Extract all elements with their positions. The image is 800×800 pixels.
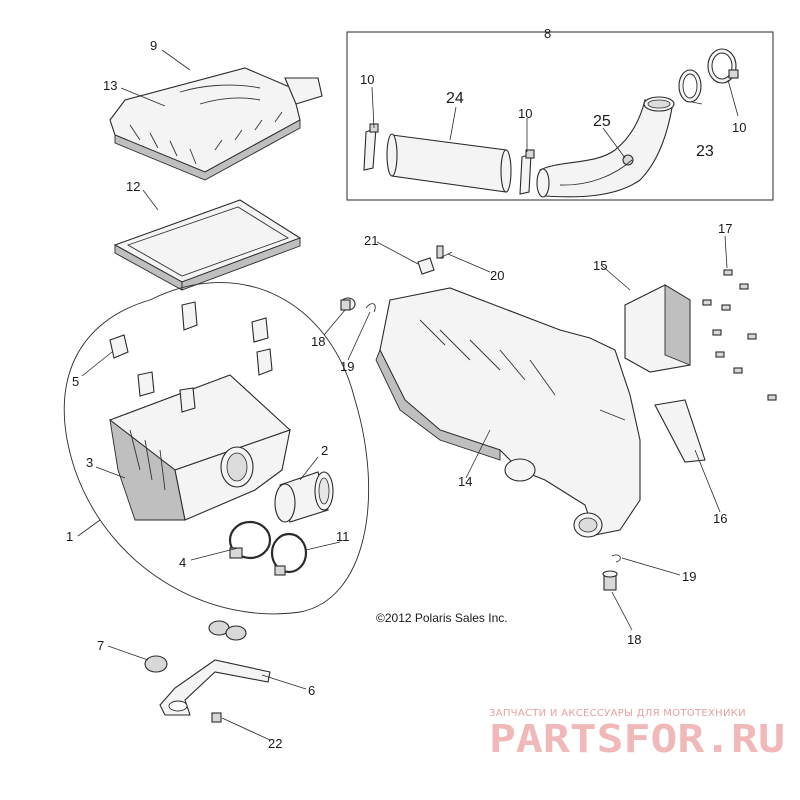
part-18-grommet-right[interactable] — [602, 570, 618, 591]
part-20-screw[interactable] — [436, 245, 453, 259]
part-5-clips[interactable] — [109, 301, 273, 413]
callout-19-left: 19 — [340, 359, 354, 374]
watermark-tagline: ЗАПЧАСТИ И АКСЕССУАРЫ ДЛЯ МОТОТЕХНИКИ — [489, 708, 746, 719]
callout-24: 24 — [446, 90, 464, 107]
callout-5: 5 — [72, 374, 79, 389]
part-23-ring[interactable] — [678, 69, 702, 103]
part-25-intake-tube[interactable] — [536, 96, 675, 198]
part-11-clamp[interactable] — [270, 532, 308, 576]
callout-22: 22 — [268, 736, 282, 751]
part-7-grommets[interactable] — [144, 620, 247, 673]
part-3-airbox-base[interactable] — [108, 374, 292, 521]
callout-21: 21 — [364, 233, 378, 248]
part-1-airbox-assembly-group — [63, 282, 370, 615]
callout-16: 16 — [713, 511, 727, 526]
callout-10-left: 10 — [360, 72, 374, 87]
part-2-coupler[interactable] — [274, 471, 334, 523]
part-14-intake-duct[interactable] — [375, 287, 641, 538]
part-16-pad[interactable] — [654, 399, 706, 463]
copyright-notice: ©2012 Polaris Sales Inc. — [376, 611, 508, 625]
part-24-duct-sleeve[interactable] — [386, 133, 512, 193]
callout-25: 25 — [593, 113, 611, 130]
part-19-clip-left[interactable] — [365, 303, 376, 313]
callout-15: 15 — [593, 258, 607, 273]
part-22-bolt[interactable] — [211, 712, 222, 723]
callout-6: 6 — [308, 683, 315, 698]
callout-10-middle: 10 — [518, 106, 532, 121]
callout-18-right: 18 — [627, 632, 641, 647]
part-19-clip-right[interactable] — [611, 554, 621, 563]
part-4-clamp[interactable] — [228, 520, 272, 560]
callout-8: 8 — [544, 26, 551, 41]
callout-14: 14 — [458, 474, 472, 489]
part-12-air-filter[interactable] — [113, 199, 302, 291]
callout-10-right: 10 — [732, 120, 746, 135]
callout-3: 3 — [86, 455, 93, 470]
part-13-airbox-cover[interactable] — [109, 67, 323, 181]
callout-2: 2 — [321, 443, 328, 458]
part-10-clamp-left[interactable] — [363, 123, 379, 171]
part-10-clamp-middle[interactable] — [519, 149, 535, 195]
callout-12: 12 — [126, 179, 140, 194]
callout-23: 23 — [696, 143, 714, 160]
callout-11: 11 — [336, 529, 350, 544]
callout-18-left: 18 — [311, 334, 325, 349]
part-21-bracket[interactable] — [417, 257, 435, 275]
leader-lines — [77, 49, 739, 741]
part-6-bracket[interactable] — [159, 659, 271, 716]
callout-17: 17 — [718, 221, 732, 236]
callout-19-right: 19 — [682, 569, 696, 584]
watermark: ЗАПЧАСТИ И АКСЕССУАРЫ ДЛЯ МОТОТЕХНИКИ PA… — [489, 708, 785, 761]
callout-1: 1 — [66, 529, 73, 544]
callout-13: 13 — [103, 78, 117, 93]
callout-9: 9 — [150, 38, 157, 53]
callout-4: 4 — [179, 555, 186, 570]
callout-20: 20 — [490, 268, 504, 283]
kit-8-group — [346, 31, 774, 201]
watermark-logo: PARTSFOR.RU — [489, 717, 785, 761]
part-18-grommet-left[interactable] — [340, 297, 356, 311]
part-15-foam-block[interactable] — [624, 284, 691, 373]
callout-7: 7 — [97, 638, 104, 653]
callout-labels: 8 9 13 10 24 10 25 23 10 12 21 20 17 15 … — [66, 26, 746, 751]
part-17-screws[interactable] — [702, 269, 777, 401]
part-10-clamp-right[interactable] — [707, 48, 739, 84]
